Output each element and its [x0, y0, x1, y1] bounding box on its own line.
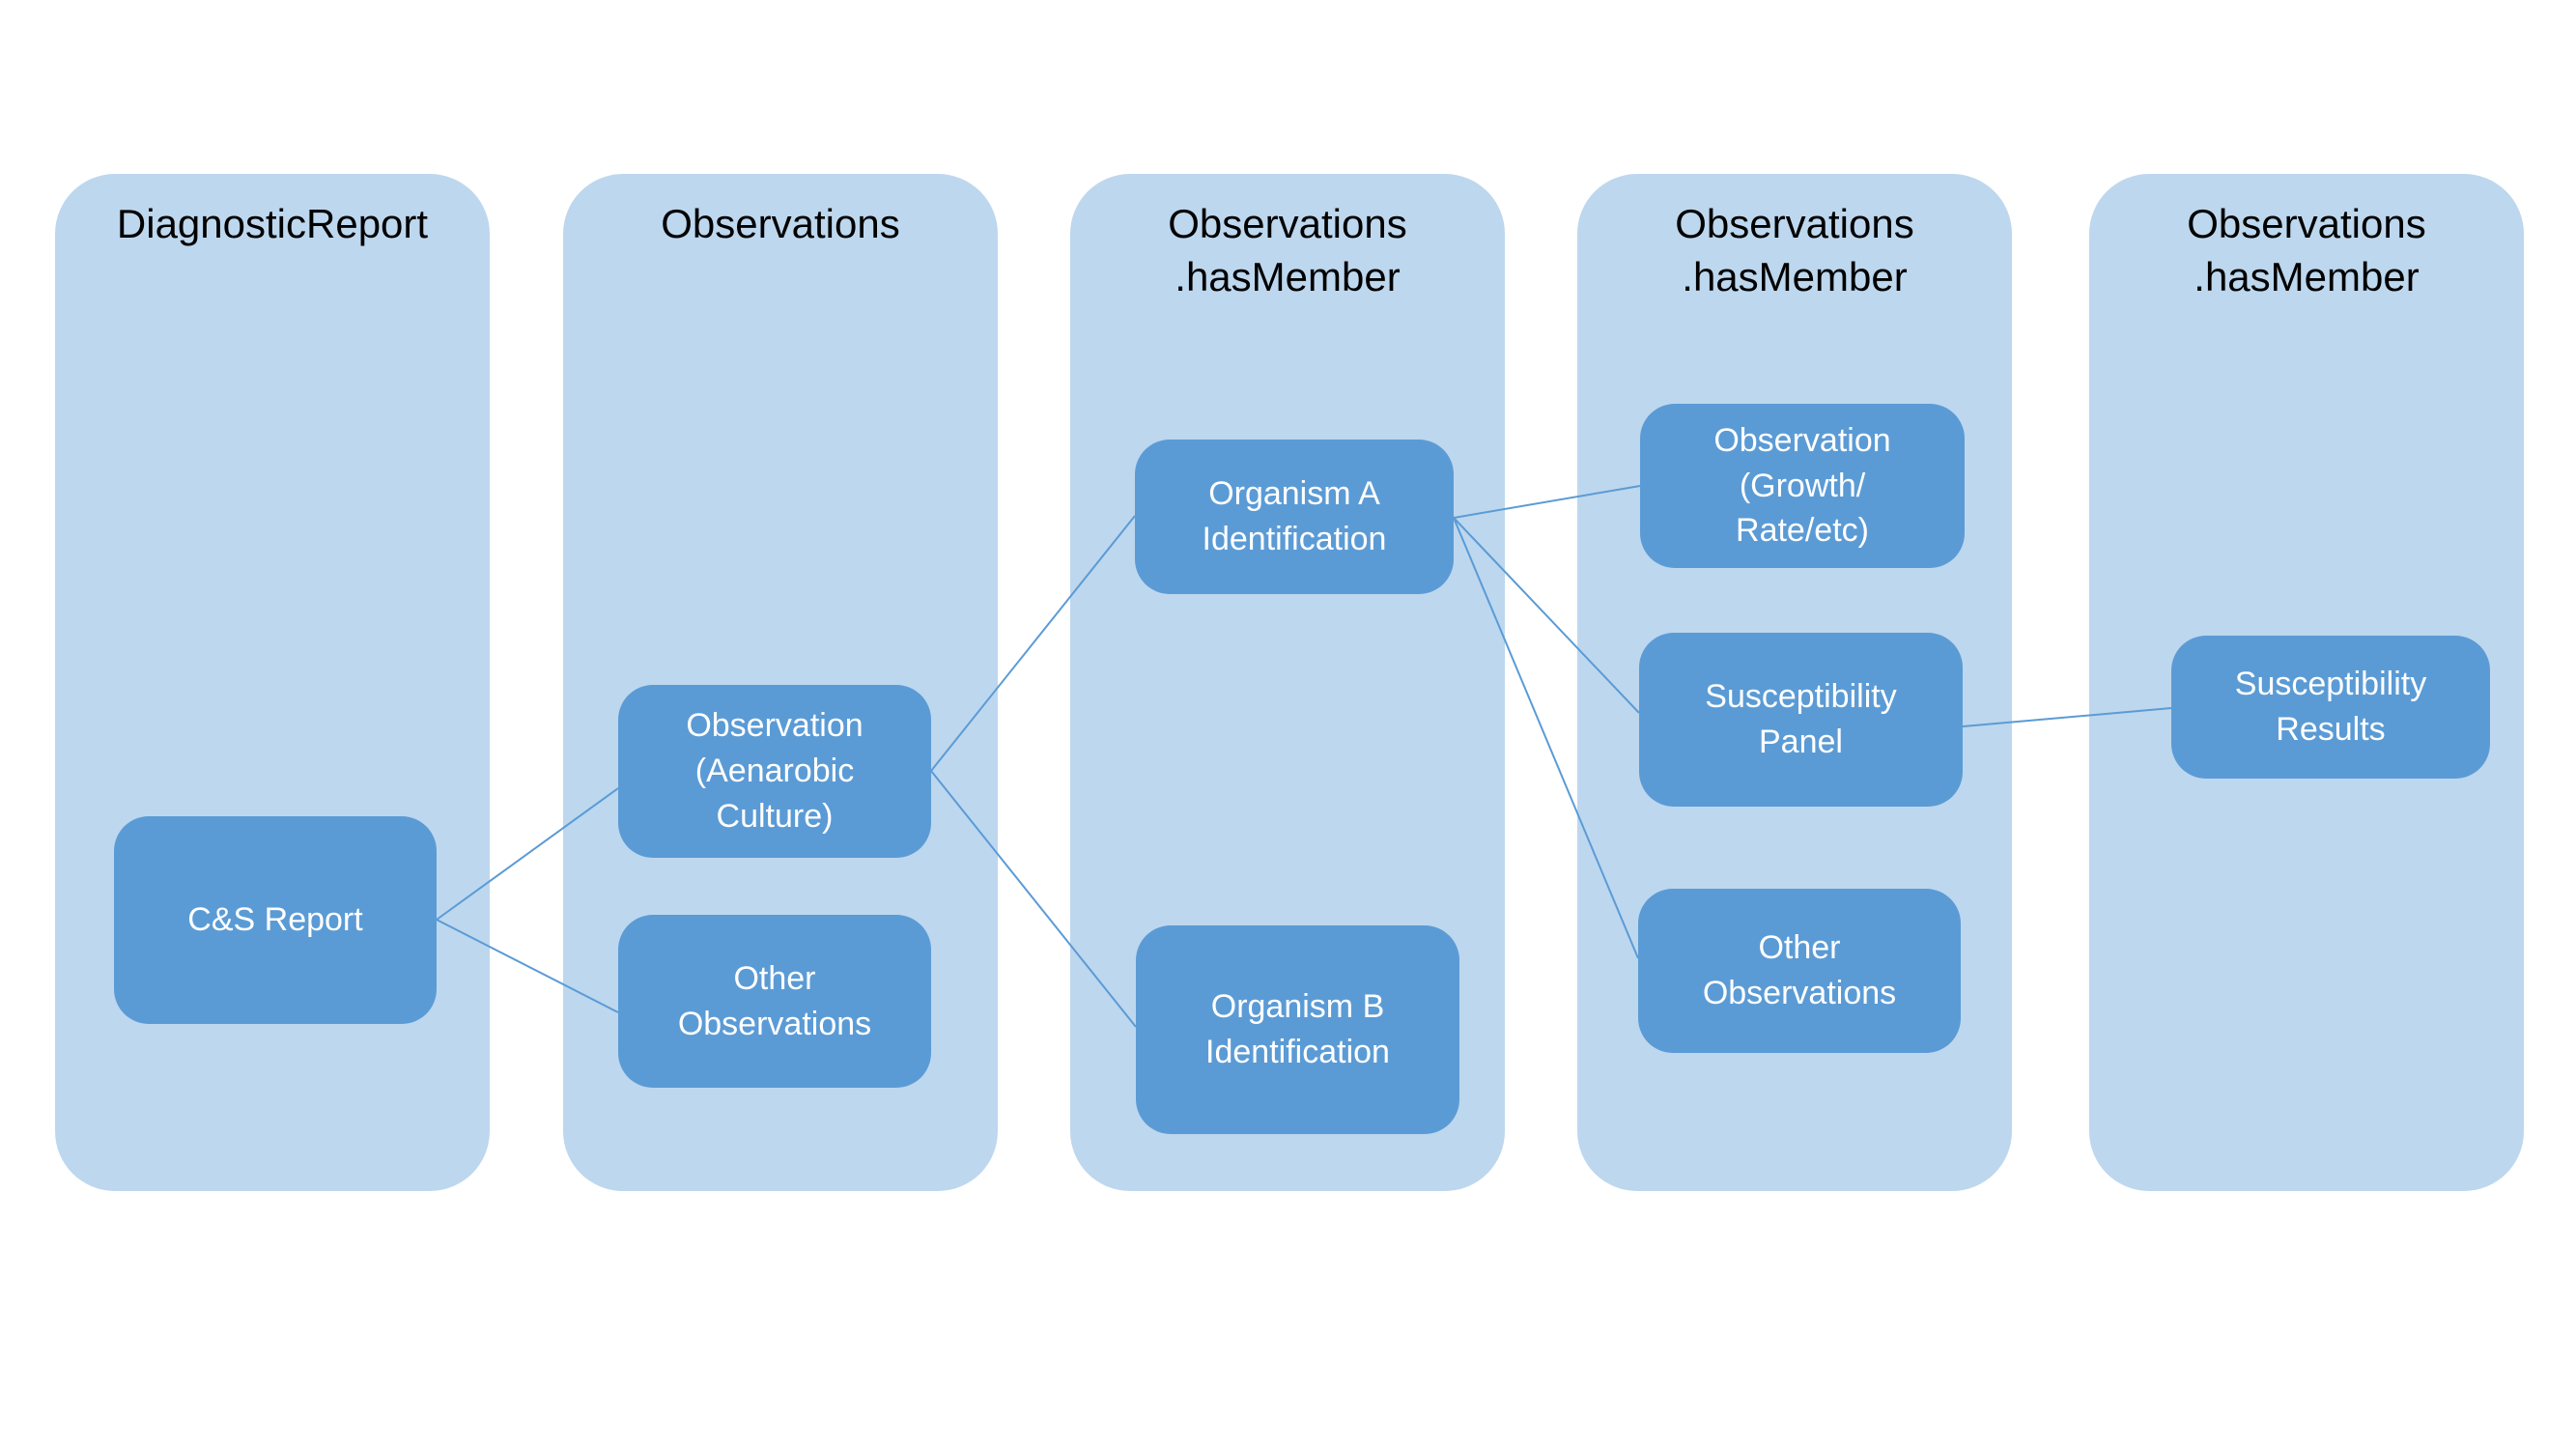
box-observation-growth-rate: Observation (Growth/ Rate/etc)	[1640, 404, 1965, 568]
connector-organisma-otherobs	[1453, 517, 1639, 959]
connector-organisma-growth	[1453, 485, 1641, 519]
connector-aenarobic-organismb	[930, 770, 1137, 1028]
connector-csreport-aenarobic	[436, 787, 619, 921]
box-cs-report: C&S Report	[114, 816, 437, 1024]
column-header: Observations .hasMember	[1675, 201, 1914, 300]
box-organism-a-identification: Organism A Identification	[1135, 440, 1454, 594]
connector-aenarobic-organisma	[930, 515, 1136, 772]
column-header: Observations .hasMember	[1168, 201, 1407, 300]
connector-organisma-suscpanel	[1453, 517, 1640, 714]
connector-suscpanel-suscresults	[1962, 707, 2172, 727]
box-observation-aenarobic-culture: Observation (Aenarobic Culture)	[618, 685, 931, 858]
box-susceptibility-results: Susceptibility Results	[2171, 636, 2490, 779]
box-organism-b-identification: Organism B Identification	[1136, 925, 1459, 1134]
column-header: DiagnosticReport	[116, 201, 429, 246]
box-other-observations-observations: Other Observations	[618, 915, 931, 1088]
column-header: Observations .hasMember	[2187, 201, 2426, 300]
column-header: Observations	[661, 201, 900, 246]
box-susceptibility-panel: Susceptibility Panel	[1639, 633, 1963, 807]
box-other-observations-hasmember: Other Observations	[1638, 889, 1961, 1053]
connector-csreport-otherobs	[436, 919, 619, 1013]
